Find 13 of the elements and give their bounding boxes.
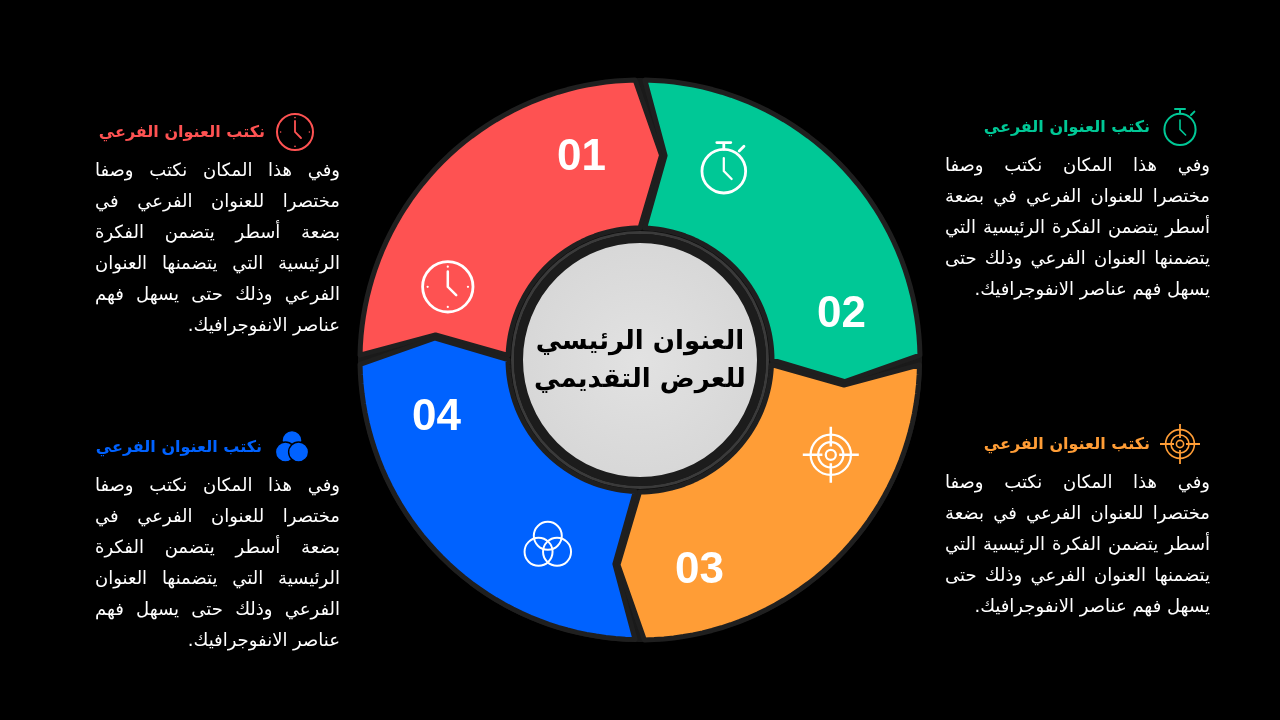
subtitle: نكتب العنوان الفرعي [95,437,262,457]
step-number: 04 [412,393,461,437]
description: وفي هذا المكان نكتب وصفا مختصرا للعنوان الفرعي في بضعة أسطر يتضمن الفكرة الرئيسية التي يتضمنها العنوان الفرعي وذلك حتى يسهل فهم عناصر الانفوجرافيك. [95,473,340,653]
subtitle: نكتب العنوان الفرعي [98,122,265,142]
description: وفي هذا المكان نكتب وصفا مختصرا للعنوان الفرعي في بضعة أسطر يتضمن الفكرة الرئيسية التي يتضمنها العنوان الفرعي وذلك حتى يسهل فهم عناصر الانفوجرافيك. [945,470,1210,619]
subtitle: نكتب العنوان الفرعي [983,117,1150,137]
description: وفي هذا المكان نكتب وصفا مختصرا للعنوان الفرعي في بضعة أسطر يتضمن الفكرة الرئيسية التي يتضمنها العنوان الفرعي وذلك حتى يسهل فهم عناصر الانفوجرافيك. [945,153,1210,302]
main-title: العنوان الرئيسي للعرض التقديمي [533,324,747,396]
step-number: 02 [817,290,866,334]
step-number: 01 [557,133,606,177]
description: وفي هذا المكان نكتب وصفا مختصرا للعنوان الفرعي في بضعة أسطر يتضمن الفكرة الرئيسية التي يتضمنها العنوان الفرعي وذلك حتى يسهل فهم عناصر الانفوجرافيك. [95,158,340,338]
subtitle: نكتب العنوان الفرعي [983,434,1150,454]
step-number: 03 [675,546,724,590]
